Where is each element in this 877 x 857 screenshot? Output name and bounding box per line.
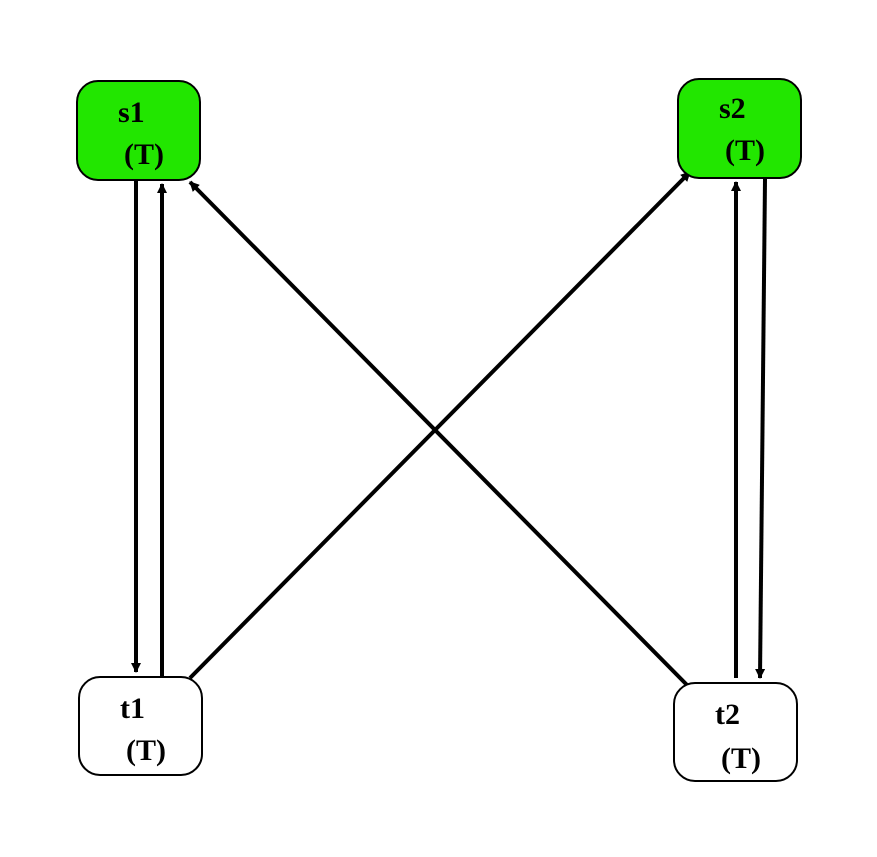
- edge-t2-to-s1: [188, 180, 690, 688]
- edge-t1-to-s2: [188, 170, 692, 680]
- node-s2[interactable]: s2 (T): [677, 78, 802, 179]
- node-s2-tag: (T): [725, 134, 765, 167]
- node-t2[interactable]: t2 (T): [673, 682, 798, 782]
- node-t1[interactable]: t1 (T): [78, 676, 203, 776]
- node-s1-label: s1: [118, 96, 145, 129]
- node-t2-tag: (T): [721, 742, 761, 775]
- node-s1-tag: (T): [124, 138, 164, 171]
- node-t1-label: t1: [120, 692, 145, 725]
- edge-s2-to-t2: [755, 178, 767, 679]
- node-t2-label: t2: [715, 698, 740, 731]
- node-s1[interactable]: s1 (T): [76, 80, 201, 181]
- node-t1-tag: (T): [126, 734, 166, 767]
- node-s2-label: s2: [719, 92, 746, 125]
